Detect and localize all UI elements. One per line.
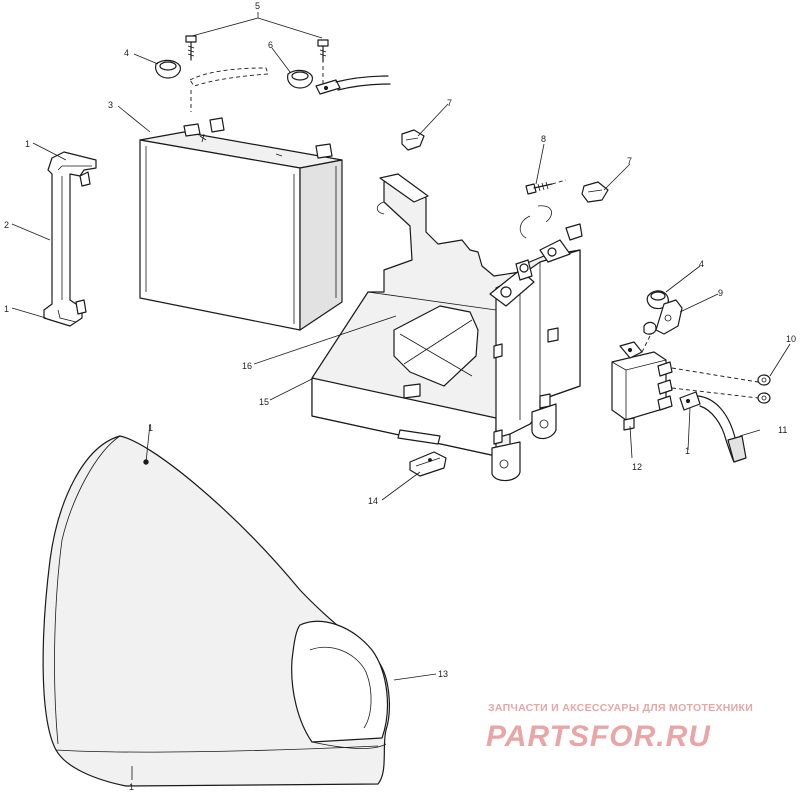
part-14-clip bbox=[409, 451, 447, 477]
callout-5: 5 bbox=[255, 1, 260, 11]
watermark-tagline: ЗАПЧАСТИ И АКСЕССУАРЫ ДЛЯ МОТОТЕХНИКИ bbox=[488, 702, 753, 714]
callout-1-cover-bottom: 1 bbox=[129, 782, 134, 792]
callout-13: 13 bbox=[438, 669, 448, 679]
part-11-cable bbox=[679, 391, 747, 463]
callout-16: 16 bbox=[242, 361, 252, 371]
part-12-relay bbox=[611, 341, 759, 431]
callout-2: 2 bbox=[4, 220, 9, 230]
callout-14: 14 bbox=[368, 496, 378, 506]
part-3-battery bbox=[139, 117, 343, 331]
callout-7-left: 7 bbox=[447, 98, 452, 108]
callout-15: 15 bbox=[259, 397, 269, 407]
terminal-hardware bbox=[155, 35, 391, 112]
part-8-bolt bbox=[525, 179, 567, 195]
callout-12: 12 bbox=[632, 462, 642, 472]
callout-11: 11 bbox=[778, 425, 787, 435]
callout-1-cover-top: 1 bbox=[148, 423, 153, 433]
callout-8: 8 bbox=[541, 134, 546, 144]
part-4-9-terminal-boot bbox=[639, 290, 683, 357]
callout-1-strap-bottom: 1 bbox=[4, 304, 9, 314]
part-2-hold-down-strap bbox=[43, 151, 97, 327]
callout-3: 3 bbox=[108, 100, 113, 110]
callout-10: 10 bbox=[786, 334, 796, 344]
watermark-brand: PARTSFOR.RU bbox=[486, 720, 711, 753]
callout-9: 9 bbox=[718, 288, 723, 298]
part-10-nuts bbox=[757, 374, 771, 404]
part-15-battery-tray bbox=[311, 173, 581, 482]
part-13-front-cover bbox=[42, 435, 390, 787]
callout-7-right: 7 bbox=[627, 156, 632, 166]
leader-lines bbox=[11, 12, 791, 780]
callout-6: 6 bbox=[268, 40, 273, 50]
callout-1-strap-top: 1 bbox=[25, 139, 30, 149]
watermark: ЗАПЧАСТИ И АКСЕССУАРЫ ДЛЯ МОТОТЕХНИКИ PA… bbox=[486, 702, 753, 753]
callout-4-right: 4 bbox=[699, 259, 704, 269]
callout-numbers: 1 2 1 3 4 5 6 7 8 7 4 9 10 11 12 1 16 15… bbox=[4, 1, 796, 792]
callout-4-top: 4 bbox=[124, 48, 129, 58]
part-7-clips bbox=[401, 129, 609, 241]
callout-1-wire: 1 bbox=[685, 446, 690, 456]
